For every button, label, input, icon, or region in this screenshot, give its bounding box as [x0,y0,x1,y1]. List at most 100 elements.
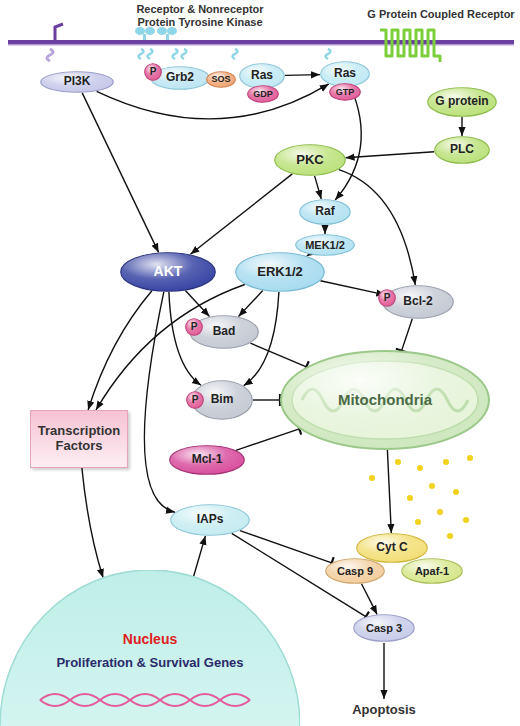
node-label: GTP [336,87,355,97]
node-label: P [191,321,198,332]
ellipse-shine [300,200,350,224]
ellipse-shine [435,137,489,163]
inhibition-line [253,399,280,400]
ellipse-fill [275,145,346,176]
activation-arrow [82,468,103,578]
inhibition-line [236,429,299,450]
node-label: PLC [450,143,474,156]
ellipse-fill [236,253,325,292]
gtpase: RasGDP [239,63,285,89]
adaptor-protein: Grb2 P [150,66,210,90]
phospholipase: PLC [434,136,490,164]
ellipse-shine [170,446,244,474]
dome-fill [0,570,300,726]
outcome-label: Apoptosis [334,702,434,718]
cytochrome-c: Cyt C [356,533,428,563]
gtpase: RasGTP [320,61,370,87]
ellipse-shine [275,145,345,175]
ellipse-shine [357,534,427,562]
activation-arrow [239,291,263,317]
ellipse-fill [379,290,396,307]
outer-membrane [281,351,489,449]
activation-arrow [362,584,378,615]
ellipse-fill [300,200,351,225]
node-label: Raf [315,205,334,218]
node-label: Bad [213,325,236,338]
bcl2-family: Bad P [189,315,259,349]
activation-arrow [315,176,322,199]
compartment-title: Nucleus [123,632,177,648]
node-outline [0,570,300,726]
node-label: Transcription Factors [35,424,123,453]
activation-arrow [185,291,209,317]
receptor-dimer [135,27,331,59]
nucleus-dome: NucleusProliferation & Survival Genes [0,570,300,726]
ellipse-shine [171,505,249,535]
ellipse-shine [187,392,203,408]
caspase-node: Casp 3 [353,614,415,642]
kinase-node: AKT [120,252,216,292]
ellipse-fill [170,446,245,475]
node-label: P [192,394,199,405]
nucleotide-badge: GTP [329,83,361,101]
ellipse-shine [428,88,496,116]
ellipse-fill [402,559,463,584]
ellipse-fill [187,392,204,409]
nucleotide-badge: GDP [247,85,279,103]
anti-apoptotic: Mcl-1 [169,445,245,475]
activation-arrow [307,254,310,256]
node-label: MEK1/2 [305,239,345,251]
activation-arrow [339,170,416,285]
exchange-factor: SOS [206,71,236,88]
phospho-badge: P [144,63,162,81]
bcl2-family: BimP [191,380,253,420]
node-label: Ras [334,67,356,80]
activation-arrow [190,174,292,254]
inhibition-line [250,343,306,367]
phospho-badge: P [186,391,204,409]
ellipse-shine [379,290,395,306]
ellipse-fill [296,235,355,256]
activation-arrow [82,93,158,253]
phospho-badge: P [378,289,396,307]
ellipse-fill [207,72,236,88]
ellipse-shine [282,352,488,448]
ellipse-fill [321,62,370,87]
inhibition-line [402,319,413,351]
ellipse-shine [41,72,113,92]
node-label: AKT [154,264,183,280]
lipid-kinase: PI3K [40,71,114,93]
kinase-node: PKC [274,144,346,176]
activation-arrow [320,281,385,295]
receptor-label: G Protein Coupled Receptor [366,8,516,21]
ellipse-shine [326,559,384,583]
node-label: Bcl-2 [403,295,432,308]
leader-arrow [383,643,384,699]
node-label: Ras [251,69,273,82]
node-label: IAPs [197,513,224,526]
ellipse-fill [240,64,285,89]
node-label: Cyt C [376,541,407,554]
ellipse-shine [236,253,324,291]
receptor-tail [47,49,53,61]
node-label: P [384,292,391,303]
node-label: G protein [435,95,488,108]
ellipse-fill [435,137,490,164]
kinase-node: MEK1/2 [295,234,355,256]
node-label: SOS [211,74,230,84]
activation-arrow [88,291,152,410]
ellipse-fill [330,84,361,101]
ellipse-shine [240,64,284,88]
activation-arrow [387,450,391,533]
node-label: Grb2 [166,71,194,84]
activation-arrow [346,152,435,158]
node-label: P [150,66,157,77]
g-protein: G protein [427,87,497,117]
ellipse-fill [326,559,385,584]
activation-arrow [194,536,206,577]
ellipse-shine [121,253,215,291]
cytochrome-dots [369,455,473,539]
ellipse-fill [354,615,415,642]
